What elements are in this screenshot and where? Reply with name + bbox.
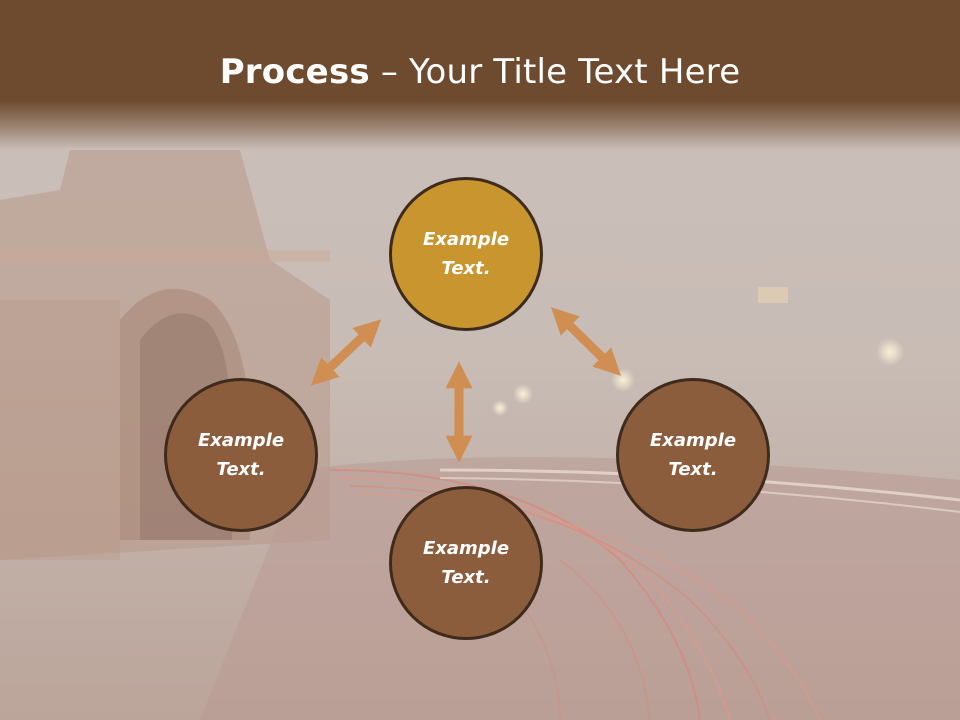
title-bold: Process xyxy=(219,52,370,92)
arrow-top-right xyxy=(551,307,621,376)
node-text-line1: Example xyxy=(422,229,510,250)
node-text-line1: Example xyxy=(197,430,285,451)
node-text-line1: Example xyxy=(422,538,510,559)
node-text-line2: Text. xyxy=(441,258,491,279)
title-rest: – Your Title Text Here xyxy=(369,52,741,92)
node-text-line1: Example xyxy=(649,430,737,451)
node-text-line2: Text. xyxy=(216,459,266,480)
node-text-line2: Text. xyxy=(668,459,718,480)
title-bar xyxy=(0,0,960,150)
node-text-line2: Text. xyxy=(441,567,491,588)
slide-title: Process – Your Title Text Here xyxy=(0,52,960,92)
arrow-top-left xyxy=(310,319,382,386)
